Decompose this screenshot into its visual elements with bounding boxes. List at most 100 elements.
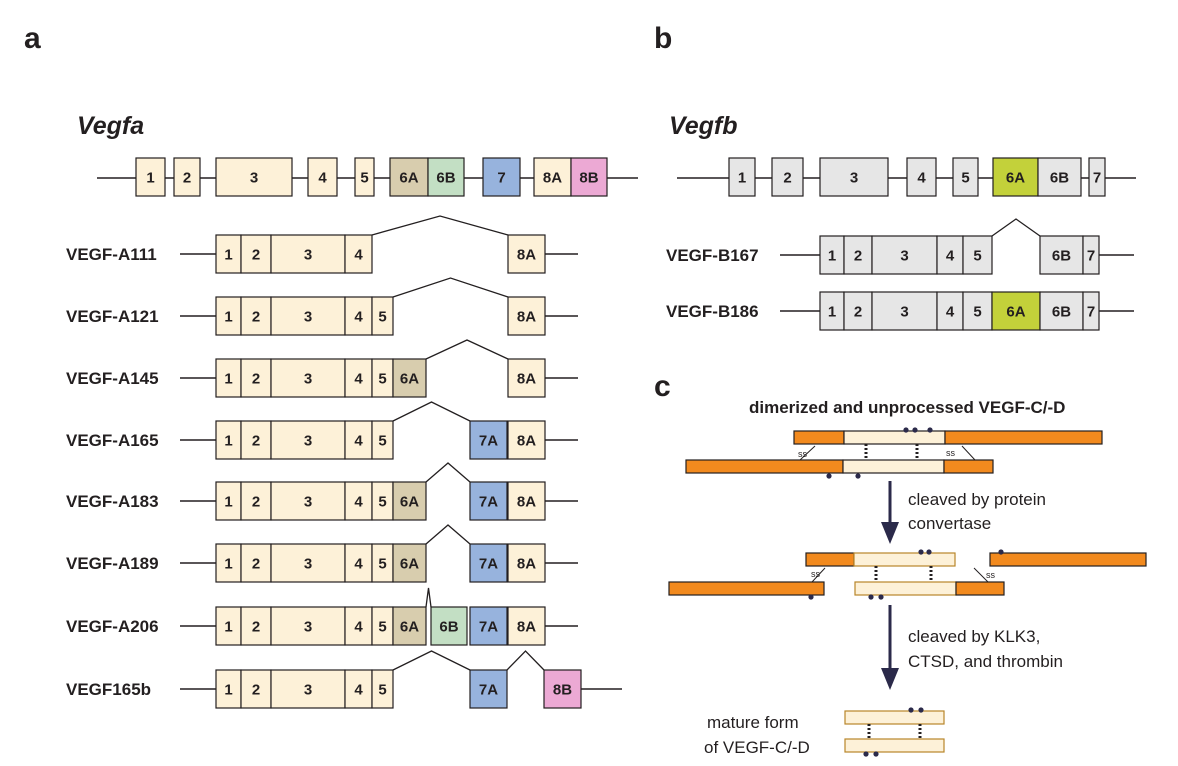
exon-label: 1 — [224, 619, 232, 636]
vegfa-gene-exon-1: 1 — [135, 157, 166, 197]
ss-label: ss — [798, 449, 808, 459]
isoform-exon-5: 5 — [371, 358, 394, 398]
panel-c-letter: c — [654, 370, 671, 403]
mature-dimer — [844, 707, 945, 757]
mature-line1: mature form — [707, 713, 799, 732]
splice-junction — [425, 587, 432, 608]
vegfa-gene-title: Vegfa — [77, 112, 144, 140]
c-propeptide — [944, 430, 1103, 445]
glycan-dot-icon — [873, 751, 879, 757]
exon-label: 7A — [479, 433, 498, 450]
exon-label: 1 — [828, 248, 836, 265]
processing-title: dimerized and unprocessed VEGF-C/-D — [749, 398, 1065, 417]
exon-label: 4 — [946, 304, 955, 321]
isoform-exon-8a: 8A — [507, 420, 546, 460]
exon-label: 2 — [252, 619, 260, 636]
step2-line1: cleaved by KLK3, — [908, 627, 1040, 646]
isoform-exon-7: 7 — [1082, 235, 1100, 275]
isoform-label: VEGF-A183 — [66, 492, 159, 511]
exon-label: 2 — [252, 682, 260, 699]
isoform-exon-1: 1 — [215, 481, 242, 521]
isoform-exon-2: 2 — [240, 669, 272, 709]
isoform-exon-6a: 6A — [991, 291, 1041, 331]
isoform-exon-1: 1 — [819, 235, 845, 275]
exon-label: 2 — [252, 371, 260, 388]
step1-line2: convertase — [908, 514, 991, 533]
exon-label: 3 — [850, 170, 858, 187]
exon-label: 2 — [252, 433, 260, 450]
isoform-exon-6b: 6B — [1039, 291, 1084, 331]
isoform-exon-5: 5 — [371, 606, 394, 646]
isoform-exon-2: 2 — [240, 296, 272, 336]
isoform-exon-5: 5 — [962, 235, 993, 275]
exon-label: 3 — [304, 371, 312, 388]
step1-line1: cleaved by protein — [908, 490, 1046, 509]
vegfa-gene-exon-2: 2 — [173, 157, 201, 197]
exon-label: 2 — [252, 494, 260, 511]
exon-label: 1 — [224, 433, 232, 450]
exon-label: 1 — [224, 556, 232, 573]
isoform-exon-8a: 8A — [507, 358, 546, 398]
exon-label: 1 — [738, 170, 746, 187]
exon-label: 6B — [1052, 304, 1071, 321]
exon-label: 2 — [252, 309, 260, 326]
vhd-domain — [842, 459, 945, 474]
vhd-domain — [853, 552, 956, 567]
exon-label: 4 — [354, 371, 363, 388]
isoform-label: VEGF-A111 — [66, 245, 157, 264]
exon-label: 6B — [439, 619, 458, 636]
exon-label: 6A — [399, 170, 418, 187]
exon-label: 7A — [479, 494, 498, 511]
isoform-exon-7a: 7A — [469, 606, 508, 646]
n-propeptide — [805, 552, 855, 567]
isoform-exon-5: 5 — [962, 291, 993, 331]
exon-label: 8A — [517, 247, 536, 264]
exon-label: 4 — [354, 494, 363, 511]
ss-label: ss — [811, 569, 821, 579]
vhd-domain — [854, 581, 957, 596]
c-propeptide — [989, 552, 1147, 567]
isoform-exon-2: 2 — [240, 420, 272, 460]
isoform-label: VEGF-B186 — [666, 302, 759, 321]
glycan-dot-icon — [998, 549, 1004, 555]
isoform-exon-4: 4 — [344, 606, 373, 646]
isoform-exon-3: 3 — [270, 481, 346, 521]
isoform-exon-1: 1 — [215, 358, 242, 398]
isoform-exon-2: 2 — [240, 606, 272, 646]
exon-label: 3 — [304, 494, 312, 511]
step2-line2: CTSD, and thrombin — [908, 652, 1063, 671]
exon-label: 8B — [579, 170, 598, 187]
isoform-label: VEGF-B167 — [666, 246, 759, 265]
exon-label: 4 — [917, 170, 926, 187]
isoform-exon-8a: 8A — [507, 606, 546, 646]
isoform-label: VEGF165b — [66, 680, 151, 699]
exon-label: 5 — [378, 682, 386, 699]
glycan-dot-icon — [926, 549, 932, 555]
vegfa-gene-exon-6a: 6A — [389, 157, 429, 197]
isoform-exon-8a: 8A — [507, 234, 546, 274]
glycan-dot-icon — [918, 707, 924, 713]
exon-label: 3 — [304, 247, 312, 264]
exon-label: 1 — [224, 309, 232, 326]
isoform-label: VEGF-A145 — [66, 369, 159, 388]
exon-label: 4 — [354, 309, 363, 326]
exon-label: 6B — [1052, 248, 1071, 265]
exon-label: 2 — [252, 556, 260, 573]
arrow-head-icon — [881, 522, 899, 544]
isoform-exon-8a: 8A — [507, 543, 546, 583]
exon-label: 5 — [378, 433, 386, 450]
vegfa-gene-exon-7: 7 — [482, 157, 521, 197]
isoform-exon-7: 7 — [1082, 291, 1100, 331]
isoform-exon-2: 2 — [240, 543, 272, 583]
exon-label: 7 — [497, 170, 505, 187]
isoform-exon-3: 3 — [270, 420, 346, 460]
splice-junction — [425, 524, 471, 545]
splice-junction — [392, 650, 471, 671]
